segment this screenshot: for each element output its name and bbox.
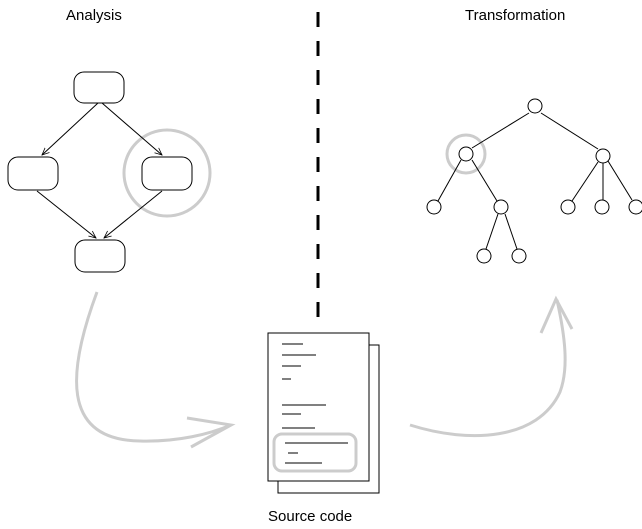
cfg-edge-left-bottom [36, 190, 96, 238]
tree-node-ll [426, 199, 442, 215]
cfg-node-bottom [74, 239, 126, 273]
tree-node-right [595, 148, 611, 164]
source-code-label: Source code [268, 508, 353, 525]
source-code-document [267, 332, 380, 494]
document-front-page [267, 332, 370, 482]
tree-node-root [527, 98, 543, 114]
cfg-node-top [73, 71, 125, 104]
source-to-transform-arrow [409, 299, 567, 438]
tree-node-rl [560, 199, 576, 215]
tree-node-rm [594, 199, 610, 215]
cfg-node-right [141, 156, 193, 191]
cfg-edge-top-left [42, 102, 99, 155]
cfg-node-left [7, 156, 59, 191]
tree-node-lrl [476, 248, 492, 264]
analysis-to-source-arrowhead [186, 416, 236, 449]
analysis-label: Analysis [66, 7, 122, 24]
analysis-to-source-arrow [75, 291, 232, 443]
tree-node-left [458, 146, 474, 162]
transform-highlight-circle [445, 133, 487, 175]
code-highlight-box [272, 432, 358, 473]
flow-arrows [75, 291, 574, 449]
control-flow-graph [7, 71, 212, 273]
cfg-edge-top-right [101, 102, 162, 155]
syntax-tree [426, 98, 642, 264]
tree-node-lrr [511, 248, 527, 264]
source-to-transform-arrowhead [539, 295, 574, 334]
tree-node-rr [628, 199, 642, 215]
analysis-highlight-circle [122, 128, 212, 218]
cfg-edge-right-bottom [104, 190, 163, 238]
transformation-label: Transformation [465, 7, 566, 24]
tree-node-lr [493, 199, 509, 215]
